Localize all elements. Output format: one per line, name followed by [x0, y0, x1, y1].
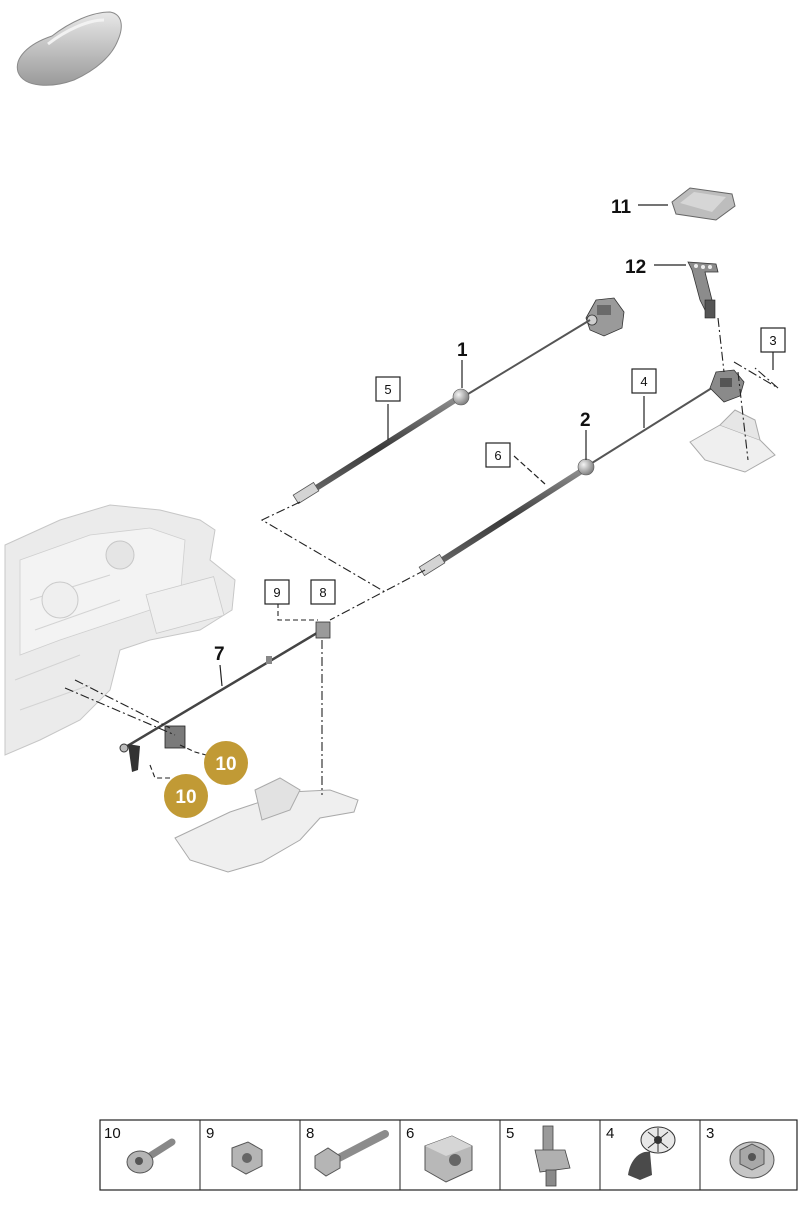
parts-strip: 10 9 8 6 5 4 3	[99, 1119, 798, 1191]
strip-num-5: 5	[506, 1125, 514, 1142]
strip-num-6: 6	[406, 1125, 414, 1142]
boxed-callout-8: 8	[310, 579, 336, 605]
strip-num-9: 9	[206, 1125, 214, 1142]
strip-num-3: 3	[706, 1125, 714, 1142]
boxed-callout-6-label: 6	[494, 448, 501, 463]
boxed-callout-5: 5	[375, 376, 401, 402]
mounting-bracket-right	[689, 409, 776, 473]
flange-nut-icon	[729, 1141, 775, 1179]
boxed-callout-9: 9	[264, 579, 290, 605]
cable-end-module	[709, 369, 745, 403]
boxed-callout-6: 6	[485, 442, 511, 468]
badge-10-upper-label: 10	[215, 754, 236, 775]
strip-num-4: 4	[606, 1125, 614, 1142]
leader-lines	[219, 204, 774, 687]
mounting-bracket-lower	[174, 777, 359, 873]
cover-plate	[671, 187, 736, 221]
cable-7	[119, 621, 331, 772]
callout-7: 7	[214, 644, 225, 665]
boxed-callout-5-label: 5	[384, 382, 391, 397]
rosette-clip-icon	[628, 1126, 676, 1180]
callout-12: 12	[625, 257, 646, 278]
selector-cable-2	[418, 385, 716, 577]
assembly-lines	[64, 317, 779, 795]
transmission-housing	[4, 504, 236, 756]
long-bolt-icon	[314, 1130, 389, 1177]
strip-num-8: 8	[306, 1125, 314, 1142]
callout-2: 2	[580, 410, 591, 431]
selector-module	[585, 297, 625, 337]
boxed-callout-4-label: 4	[640, 374, 647, 389]
boxed-callout-3-label: 3	[769, 333, 776, 348]
vehicle-silhouette-icon	[16, 11, 122, 86]
callout-1: 1	[457, 340, 468, 361]
selector-lever	[687, 261, 719, 319]
block-clip-icon	[424, 1135, 473, 1183]
boxed-callout-4: 4	[631, 368, 657, 394]
callout-11: 11	[611, 197, 632, 218]
cable-clip-icon	[534, 1125, 571, 1187]
selector-cable-1	[292, 319, 591, 505]
boxed-callout-3: 3	[760, 327, 786, 353]
badge-10-lower-label: 10	[175, 787, 196, 808]
bolt-icon	[126, 1138, 176, 1174]
boxed-callout-8-label: 8	[319, 585, 326, 600]
badge-10-upper: 10	[204, 741, 248, 785]
boxed-callout-9-label: 9	[273, 585, 280, 600]
badge-10-lower: 10	[164, 774, 208, 818]
strip-num-10: 10	[104, 1125, 121, 1142]
nut-icon	[231, 1141, 263, 1175]
